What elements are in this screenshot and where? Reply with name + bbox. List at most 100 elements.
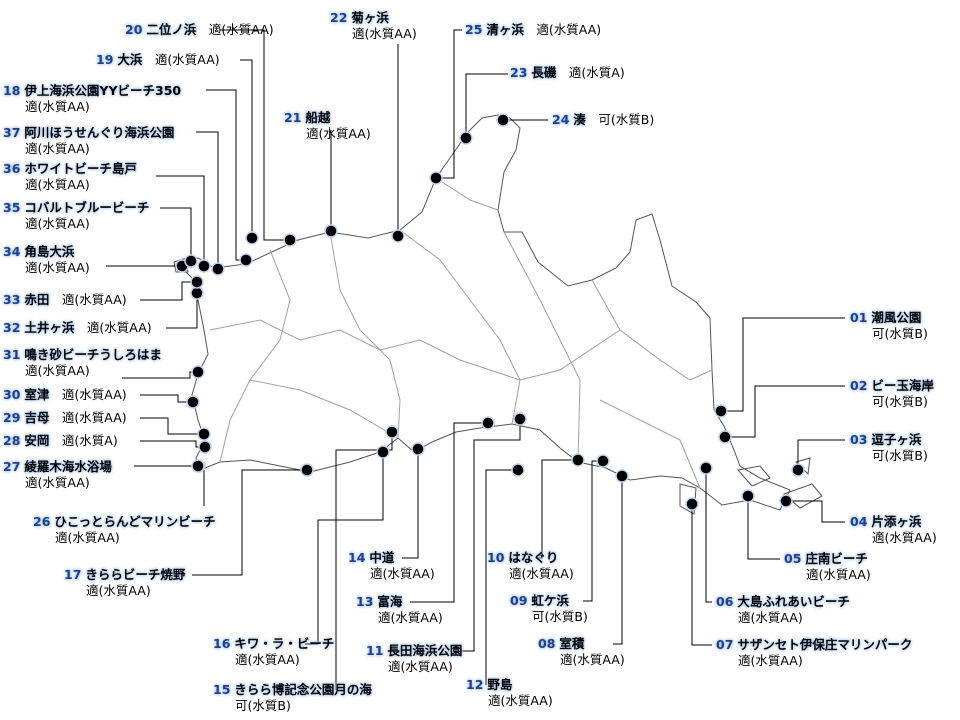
beach-marker-30[interactable] <box>186 395 200 409</box>
beach-marker-31[interactable] <box>191 365 205 379</box>
beach-marker-07[interactable] <box>685 497 699 511</box>
beach-label-08[interactable]: 08 室積適(水質AA) <box>538 636 625 668</box>
beach-label-10[interactable]: 10 はなぐり適(水質AA) <box>487 550 574 582</box>
beach-marker-15[interactable] <box>385 425 399 439</box>
water-quality: 可(水質B) <box>872 448 928 463</box>
beach-label-21[interactable]: 21 船越適(水質AA) <box>284 110 371 142</box>
beach-label-22[interactable]: 22 菊ヶ浜適(水質AA) <box>330 10 417 42</box>
beach-label-26[interactable]: 26 ひこっとらんどマリンビーチ適(水質AA) <box>33 514 216 546</box>
border-6 <box>209 319 621 381</box>
beach-marker-25[interactable] <box>429 171 443 185</box>
coastline <box>173 114 823 515</box>
beach-marker-18[interactable] <box>239 253 253 267</box>
beach-number: 10 <box>487 550 505 565</box>
beach-marker-28[interactable] <box>198 440 212 454</box>
beach-marker-11[interactable] <box>513 412 527 426</box>
beach-label-28[interactable]: 28 安岡 適(水質A) <box>3 433 118 449</box>
beach-name: 虹ケ浜 <box>531 593 569 608</box>
beach-marker-37[interactable] <box>211 262 225 276</box>
beach-marker-21[interactable] <box>324 224 338 238</box>
beach-label-34[interactable]: 34 角島大浜適(水質AA) <box>3 244 90 276</box>
beach-label-36[interactable]: 36 ホワイトビーチ島戸適(水質AA) <box>3 161 137 193</box>
beach-label-11[interactable]: 11 長田海浜公園適(水質AA) <box>366 643 462 675</box>
beach-label-07[interactable]: 07 サザンセト伊保庄マリンパーク適(水質AA) <box>716 637 912 669</box>
beach-name: 清ヶ浜 <box>486 22 524 37</box>
water-quality: 適(水質AA) <box>25 216 90 231</box>
beach-label-32[interactable]: 32 土井ヶ浜 適(水質AA) <box>3 320 152 336</box>
beach-quality-line: 適(水質AA) <box>784 567 871 583</box>
beach-marker-24[interactable] <box>496 113 510 127</box>
water-quality: 適(水質AA) <box>235 652 300 667</box>
beach-number: 21 <box>284 110 302 125</box>
beach-marker-29[interactable] <box>197 427 211 441</box>
leader-line-28 <box>140 440 205 448</box>
beach-marker-02[interactable] <box>718 430 732 444</box>
beach-name: ホワイトビーチ島戸 <box>24 161 137 176</box>
beach-marker-14[interactable] <box>411 442 425 456</box>
beach-number: 15 <box>213 682 231 697</box>
beach-label-13[interactable]: 13 富海適(水質AA) <box>356 594 443 626</box>
beach-label-23[interactable]: 23 長磯 適(水質A) <box>510 65 625 81</box>
beach-marker-08[interactable] <box>615 469 629 483</box>
beach-label-37[interactable]: 37 阿川ほうせんぐり海浜公園適(水質AA) <box>3 125 174 157</box>
beach-label-35[interactable]: 35 コバルトブルービーチ適(水質AA) <box>3 200 149 232</box>
beach-marker-19[interactable] <box>245 231 259 245</box>
beach-marker-13[interactable] <box>481 416 495 430</box>
beach-label-19[interactable]: 19 大浜 適(水質AA) <box>96 52 220 68</box>
beach-label-31[interactable]: 31 鳴き砂ビーチうしろはま適(水質AA) <box>3 347 162 379</box>
beach-label-30[interactable]: 30 室津 適(水質AA) <box>3 387 127 403</box>
beach-label-25[interactable]: 25 清ヶ浜 適(水質AA) <box>465 22 601 38</box>
beach-label-29[interactable]: 29 吉母 適(水質AA) <box>3 410 127 426</box>
water-quality: 適(水質AA) <box>25 363 90 378</box>
beach-marker-06[interactable] <box>699 461 713 475</box>
beach-label-02[interactable]: 02 ビー玉海岸可(水質B) <box>850 378 934 410</box>
beach-label-03[interactable]: 03 逗子ヶ浜可(水質B) <box>850 432 928 464</box>
beach-marker-09[interactable] <box>596 454 610 468</box>
beach-label-05[interactable]: 05 庄南ビーチ適(水質AA) <box>784 551 871 583</box>
beach-marker-01[interactable] <box>714 404 728 418</box>
beach-label-24[interactable]: 24 湊 可(水質B) <box>552 112 654 128</box>
beach-label-06[interactable]: 06 大島ふれあいビーチ適(水質AA) <box>716 594 850 626</box>
beach-label-17[interactable]: 17 きららビーチ焼野適(水質AA) <box>64 567 185 599</box>
beach-marker-27[interactable] <box>191 459 205 473</box>
beach-number: 22 <box>330 10 348 25</box>
beach-label-14[interactable]: 14 中道適(水質AA) <box>348 550 435 582</box>
beach-title: 18 伊上海浜公園YYビーチ350 <box>3 83 181 99</box>
beach-marker-35[interactable] <box>184 254 198 268</box>
beach-label-15[interactable]: 15 きらら博記念公園月の海可(水質B) <box>213 682 372 714</box>
beach-label-09[interactable]: 09 虹ケ浜可(水質B) <box>510 593 588 625</box>
water-quality: 適(水質A) <box>568 65 625 80</box>
beach-marker-16[interactable] <box>376 445 390 459</box>
beach-number: 27 <box>3 459 21 474</box>
beach-marker-23[interactable] <box>459 131 473 145</box>
beach-marker-17[interactable] <box>300 463 314 477</box>
beach-marker-10[interactable] <box>571 453 585 467</box>
beach-marker-03[interactable] <box>791 463 805 477</box>
beach-label-04[interactable]: 04 片添ヶ浜適(水質AA) <box>850 514 937 546</box>
beach-marker-05[interactable] <box>741 489 755 503</box>
beach-label-01[interactable]: 01 潮風公園可(水質B) <box>850 310 928 342</box>
border-7 <box>249 379 399 439</box>
beach-label-16[interactable]: 16 キワ・ラ・ビーチ適(水質AA) <box>213 636 334 668</box>
beach-number: 12 <box>466 677 484 692</box>
beach-label-27[interactable]: 27 綾羅木海水浴場適(水質AA) <box>3 459 112 491</box>
water-quality: 適(水質AA) <box>378 610 443 625</box>
beach-marker-12[interactable] <box>511 463 525 477</box>
beach-quality-line: 適(水質AA) <box>348 566 435 582</box>
water-quality: 適(水質AA) <box>738 653 803 668</box>
beach-marker-22[interactable] <box>391 229 405 243</box>
beach-marker-36[interactable] <box>197 259 211 273</box>
beach-label-33[interactable]: 33 赤田 適(水質AA) <box>3 292 127 308</box>
beach-number: 32 <box>3 320 21 335</box>
beach-title: 12 野島 <box>466 677 553 693</box>
beach-title: 35 コバルトブルービーチ <box>3 200 149 216</box>
beach-label-12[interactable]: 12 野島適(水質AA) <box>466 677 553 709</box>
beach-label-20[interactable]: 20 二位ノ浜 適(水質AA) <box>125 22 274 38</box>
beach-number: 24 <box>552 112 570 127</box>
island-2 <box>783 483 823 509</box>
beach-marker-04[interactable] <box>779 494 793 508</box>
beach-marker-32[interactable] <box>190 286 204 300</box>
beach-marker-20[interactable] <box>283 233 297 247</box>
beach-marker-33[interactable] <box>190 275 204 289</box>
